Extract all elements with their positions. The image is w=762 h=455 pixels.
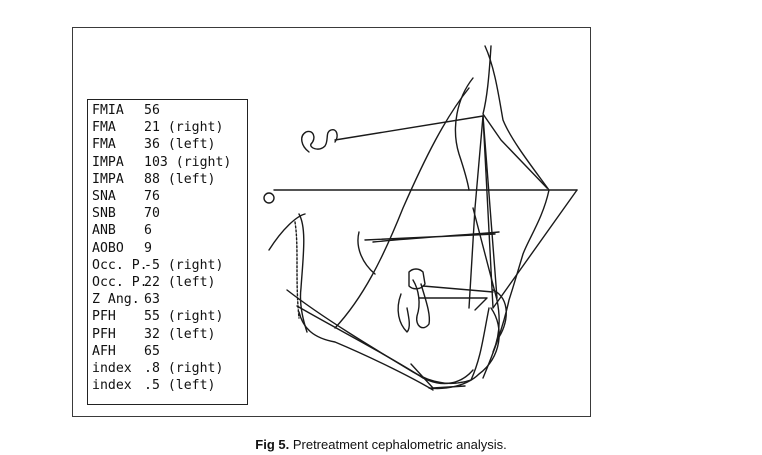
measurement-row: IMPA 88 (left) [92, 171, 247, 188]
measurement-row: Z Ang.63 [92, 291, 247, 308]
measurement-row: FMIA 56 [92, 102, 247, 119]
caption-text: Pretreatment cephalometric analysis. [292, 437, 507, 452]
measurement-value: 76 [144, 189, 160, 205]
occlusal-line-1 [422, 285, 494, 293]
measurement-label: PFH [92, 326, 116, 342]
caption-label: Fig 5. [255, 437, 290, 452]
sella-outline [301, 129, 338, 153]
measurement-value: 32 (left) [144, 326, 216, 342]
mandibular-border-2 [296, 305, 474, 385]
measurement-label: IMPA [92, 154, 124, 170]
measurement-label: index [92, 378, 132, 394]
measurement-value: 6 [144, 223, 152, 239]
measurement-row: AFH 65 [92, 343, 247, 360]
measurement-value: 88 (left) [144, 171, 216, 187]
cranial-curve [334, 87, 470, 329]
submental-line [410, 363, 466, 389]
measurement-label: IMPA [92, 171, 124, 187]
measurement-row: SNB 70 [92, 205, 247, 222]
sn-line [334, 115, 484, 141]
measurement-label: SNB [92, 206, 116, 222]
measurement-value: 65 [144, 343, 160, 359]
measurement-row: FMA 36 (left) [92, 136, 247, 153]
measurement-label: Occ. P. [92, 275, 148, 291]
upper-incisor [412, 279, 431, 329]
chin-curve [428, 307, 500, 390]
cranial-arc [357, 231, 376, 275]
measurement-value: 22 (left) [144, 275, 216, 291]
measurement-row: FMA 21 (right) [92, 119, 247, 136]
nasion-to-menton [468, 115, 484, 309]
measurement-row: index .8 (right) [92, 360, 247, 377]
measurement-label: SNA [92, 189, 116, 205]
measurement-value: 9 [144, 240, 152, 256]
measurement-row: SNA 76 [92, 188, 247, 205]
measurement-value: 55 (right) [144, 309, 224, 325]
measurement-value: 21 (right) [144, 120, 224, 136]
measurement-value: 70 [144, 206, 160, 222]
lower-incisor [397, 293, 410, 333]
molar-outline [408, 268, 426, 290]
measurement-label: Z Ang. [92, 292, 140, 308]
measurement-label: FMA [92, 120, 116, 136]
symphysis [492, 289, 507, 341]
measurement-row: Occ. P.-5 (right) [92, 257, 247, 274]
measurement-label: AFH [92, 343, 116, 359]
n-b-line [482, 115, 498, 299]
measurement-row: index .5 (left) [92, 377, 247, 394]
porion-circle [263, 192, 275, 204]
measurement-label: Occ. P. [92, 257, 148, 273]
measurement-label: FMIA [92, 103, 124, 118]
palatal-plane [364, 231, 500, 243]
measurement-value: .5 (left) [144, 378, 216, 394]
occlusal-line-2 [418, 297, 488, 311]
measurement-label: AOBO [92, 240, 124, 256]
measurement-value: .8 (right) [144, 361, 224, 377]
measurement-label: PFH [92, 309, 116, 325]
cephalometric-tracing [263, 45, 578, 391]
nasal-line [482, 45, 548, 189]
measurement-value: 56 [144, 103, 160, 118]
measurement-value: 63 [144, 292, 160, 308]
measurement-row: PFH 55 (right) [92, 308, 247, 325]
measurement-row: AOBO 9 [92, 240, 247, 257]
ramus-right [294, 221, 300, 319]
facial-angle-line [482, 115, 578, 309]
mandibular-border-3 [298, 311, 434, 391]
soft-tissue-profile [482, 45, 550, 379]
measurement-value: 103 (right) [144, 154, 232, 170]
measurement-row: PFH 32 (left) [92, 326, 247, 343]
measurement-row: ANB 6 [92, 222, 247, 239]
measurement-label: ANB [92, 223, 116, 239]
condyle-curve [268, 213, 306, 251]
measurement-label: index [92, 361, 132, 377]
measurement-row: IMPA 103 (right) [92, 154, 247, 171]
mandibular-border-1 [286, 289, 490, 384]
measurement-row: Occ. P.22 (left) [92, 274, 247, 291]
measurement-label: FMA [92, 137, 116, 153]
measurement-value: -5 (right) [144, 257, 224, 273]
ramus-left [298, 213, 308, 333]
figure-caption: Fig 5. Pretreatment cephalometric analys… [0, 437, 762, 452]
measurement-value: 36 (left) [144, 137, 216, 153]
